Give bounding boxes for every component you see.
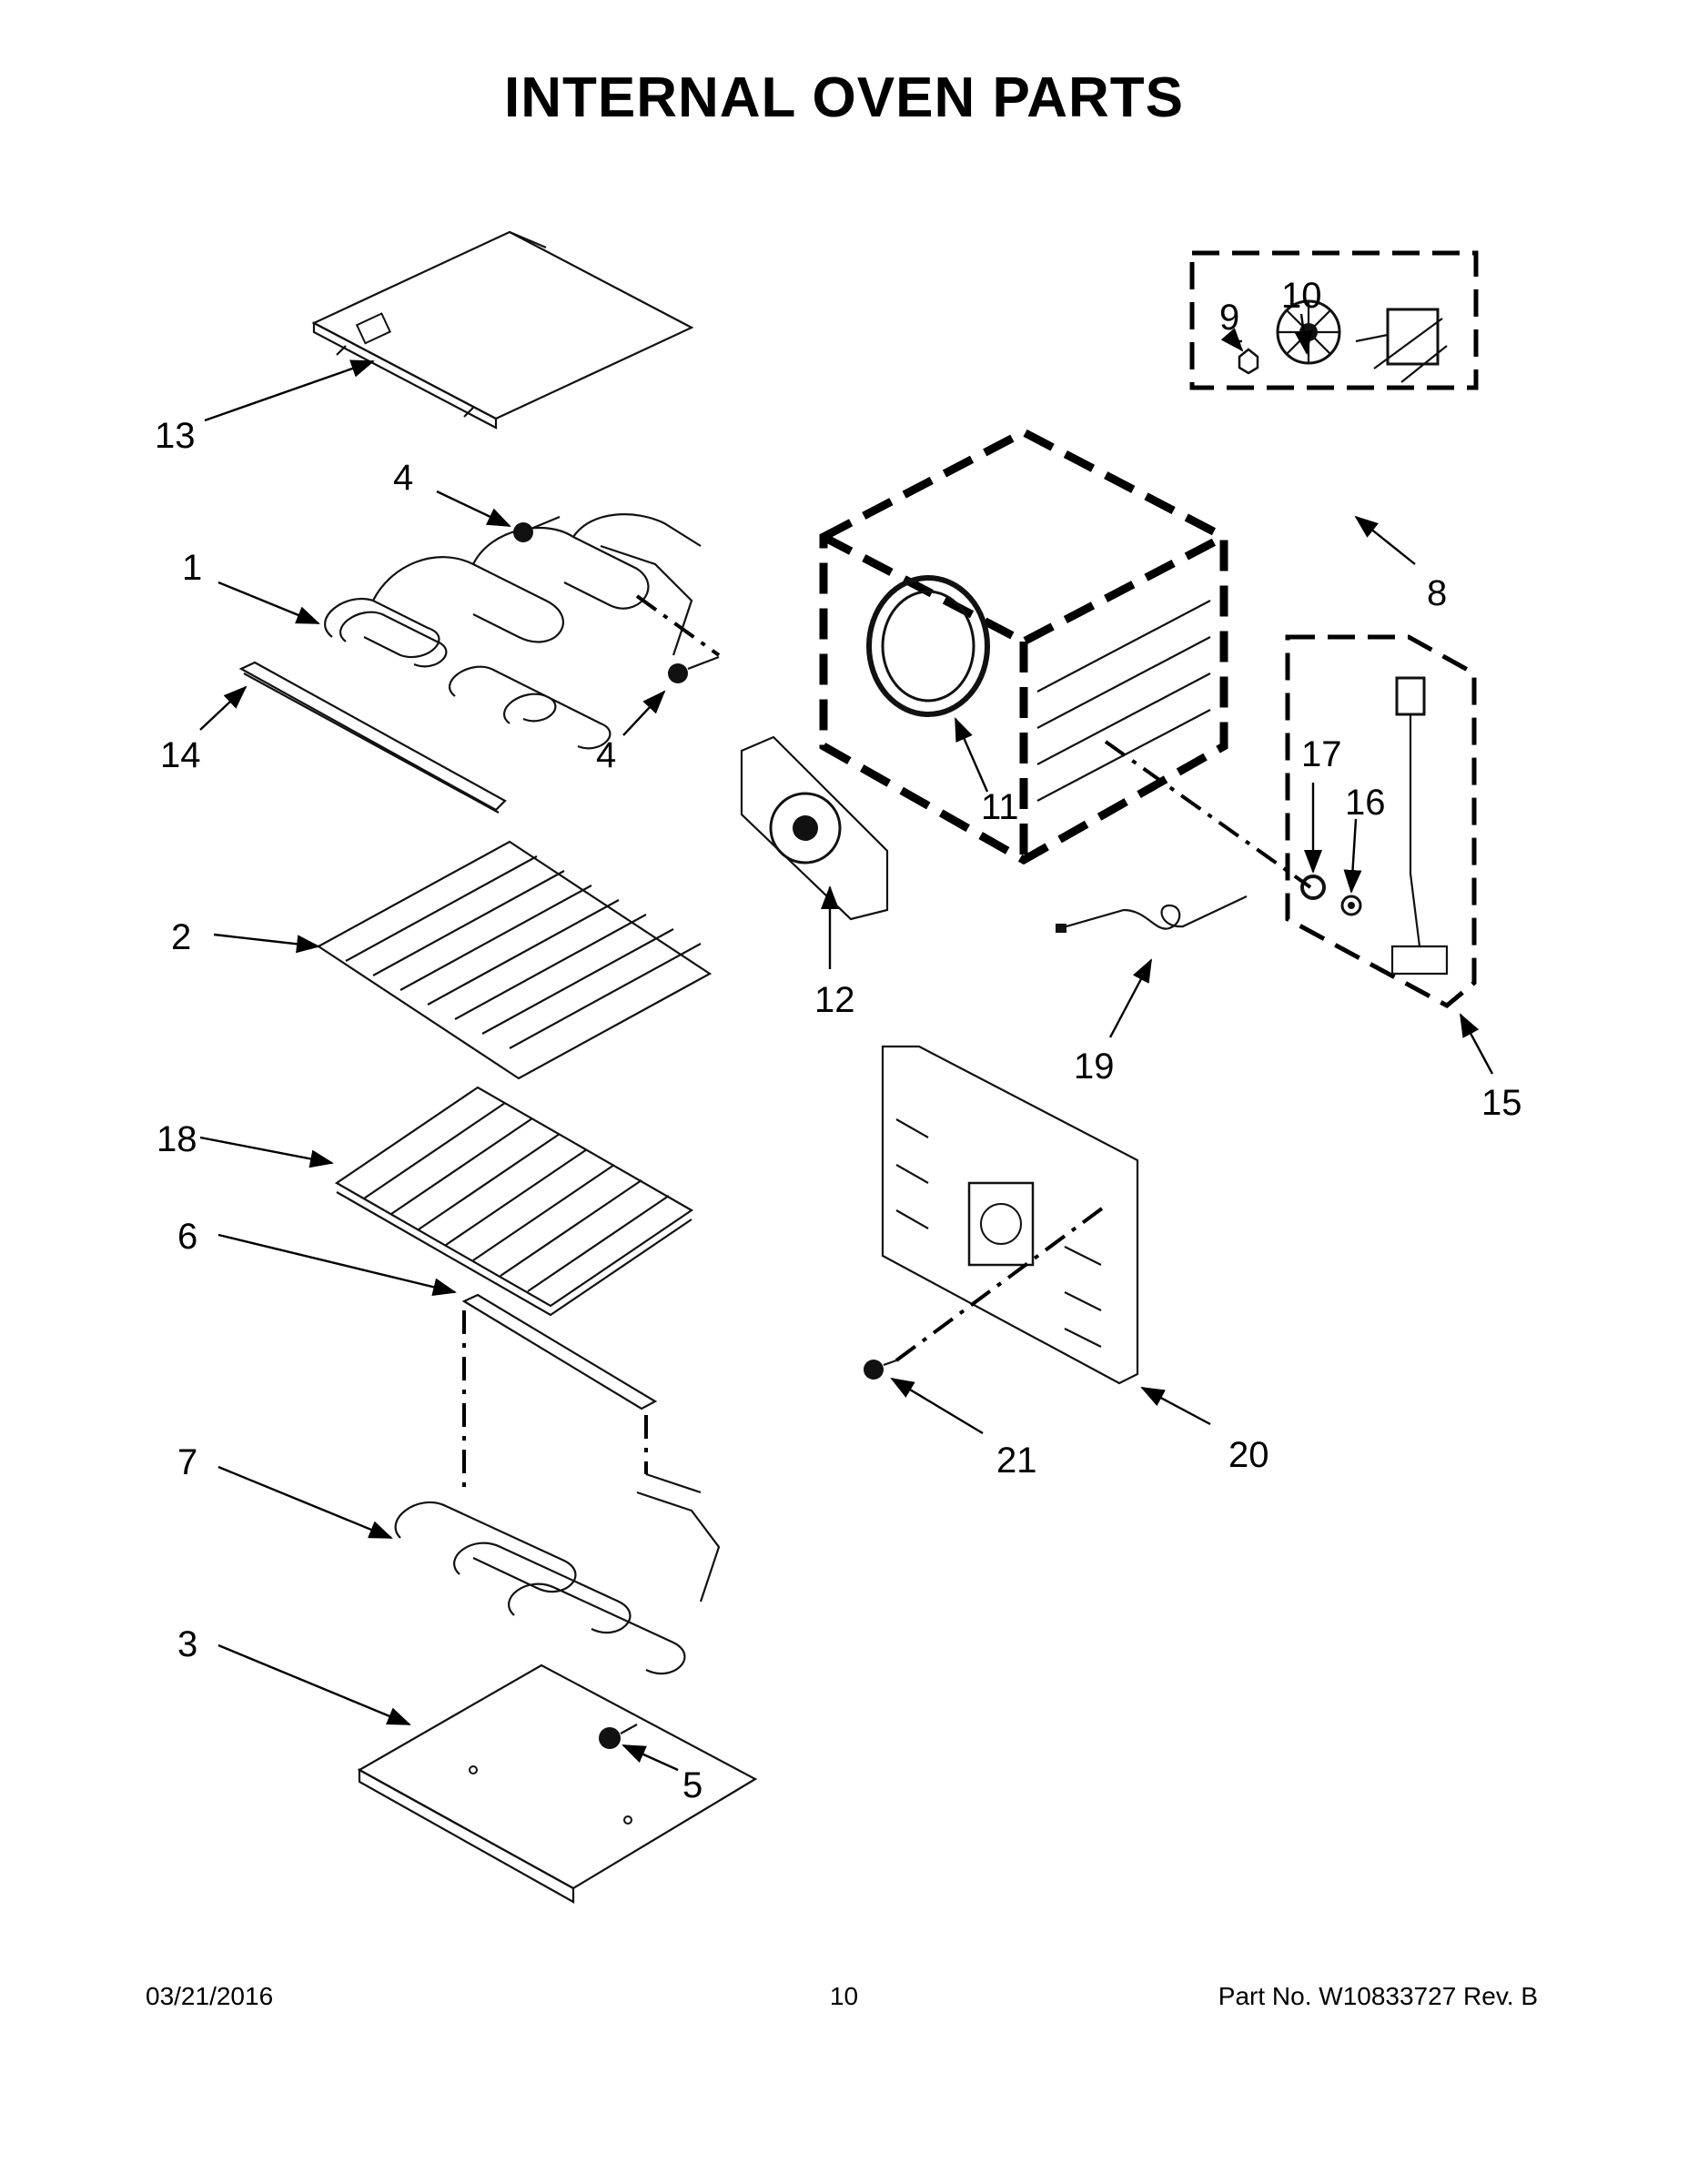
callout-18: 18 [157, 1119, 197, 1159]
leader-4b [622, 690, 666, 736]
callout-2: 2 [171, 917, 191, 957]
callout-1: 1 [182, 548, 202, 588]
bake-element-part [394, 1472, 721, 1675]
element-bracket-part [461, 1293, 658, 1410]
broil-element-part [324, 513, 702, 750]
screw-alignment-line [635, 594, 721, 657]
leader-11 [954, 717, 989, 793]
oven-rack-part [316, 840, 713, 1080]
leader-13 [204, 359, 375, 422]
screw-part-lower [668, 655, 720, 683]
washer-part [1340, 895, 1362, 916]
sliding-rack-part [334, 1086, 694, 1317]
motor-bracket-part [1390, 676, 1449, 976]
callout-21: 21 [996, 1441, 1037, 1481]
leader-4a [436, 490, 511, 528]
fan-motor-part [1355, 308, 1448, 383]
callout-17: 17 [1301, 734, 1342, 774]
page-title: INTERNAL OVEN PARTS [504, 66, 1184, 129]
callout-11: 11 [981, 787, 1019, 827]
leader-lines [199, 313, 1494, 1772]
callout-14: 14 [160, 735, 201, 775]
screw-part-upper [513, 515, 561, 542]
callout-16: 16 [1345, 783, 1386, 823]
callout-6: 6 [177, 1217, 197, 1257]
footer-page-number: 10 [829, 1982, 859, 2010]
bottom-panel-part [357, 1663, 758, 1904]
fan-nut-part [1238, 348, 1259, 375]
callout-12: 12 [814, 980, 855, 1020]
callout-5: 5 [682, 1765, 702, 1805]
leader-1 [217, 581, 320, 625]
callout-4-lower: 4 [596, 735, 616, 775]
temperature-probe-part [1056, 895, 1248, 933]
leader-2 [213, 933, 320, 954]
bushing-part [1300, 875, 1326, 900]
oven-cavity-part [819, 427, 1228, 865]
leader-21 [890, 1377, 984, 1435]
leader-3 [217, 1643, 411, 1726]
callout-8: 8 [1427, 573, 1447, 613]
fan-assembly-box [1189, 250, 1479, 390]
leader-6 [217, 1233, 457, 1297]
leader-20 [1140, 1386, 1211, 1426]
callout-3: 3 [177, 1624, 197, 1664]
motor-bracket-assembly-box [1285, 634, 1477, 1009]
leader-19 [1108, 958, 1153, 1038]
callout-4-upper: 4 [393, 458, 413, 498]
callout-20: 20 [1228, 1435, 1269, 1475]
leader-8 [1354, 515, 1416, 565]
rear-panel-screw-part [864, 1359, 897, 1380]
leader-7 [217, 1465, 393, 1540]
top-panel-part [311, 230, 694, 430]
callout-10: 10 [1281, 276, 1322, 316]
convection-fan-cover-part [740, 735, 889, 921]
callout-13: 13 [155, 416, 196, 456]
footer-part-number: Part No. W10833727 Rev. B [1218, 1982, 1538, 2010]
trim-strip-part [238, 661, 507, 814]
leader-9 [1220, 328, 1244, 352]
leader-15 [1459, 1013, 1494, 1075]
leader-16 [1343, 818, 1362, 894]
rear-panel-part [881, 1045, 1139, 1385]
callout-9: 9 [1219, 298, 1239, 338]
leader-10 [1294, 313, 1313, 355]
footer-date: 03/21/2016 [146, 1982, 274, 2010]
bracket-alignment-line [1104, 740, 1312, 889]
leader-5 [622, 1744, 679, 1772]
callout-19: 19 [1074, 1046, 1115, 1087]
callout-15: 15 [1481, 1083, 1522, 1123]
leader-18 [199, 1136, 334, 1168]
screw-part-bottom [599, 1724, 638, 1749]
leader-14 [199, 685, 248, 731]
callout-7: 7 [177, 1442, 197, 1482]
